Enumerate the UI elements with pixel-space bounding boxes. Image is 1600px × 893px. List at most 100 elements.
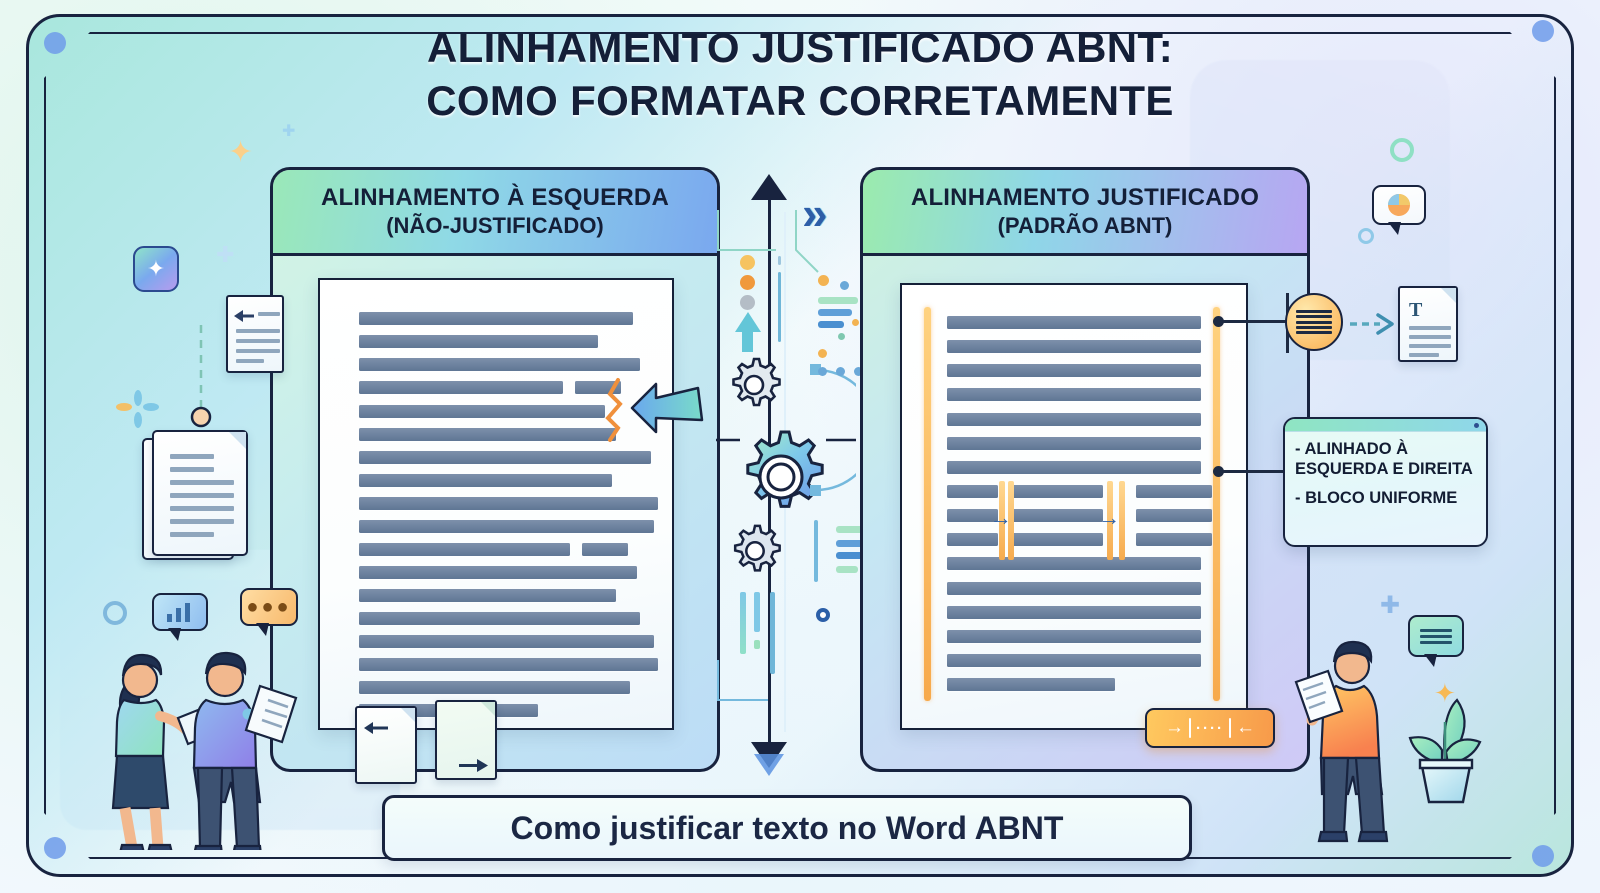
arrow-left-glyph (234, 310, 254, 322)
document-text-line (358, 658, 658, 672)
decor-bar (836, 552, 866, 559)
page-fold (401, 708, 415, 722)
document-text-line (358, 612, 641, 626)
document-text-line (946, 460, 1202, 474)
corner-dot (1532, 20, 1554, 42)
corner-dot (44, 32, 66, 54)
dots-glyph: ···· (1196, 719, 1224, 737)
tech-decor-cluster (812, 520, 892, 630)
document-text-line (358, 335, 599, 349)
tick-bar (740, 592, 746, 654)
sparkle-icon: ✚ (216, 242, 235, 267)
decor-bar (818, 321, 844, 328)
doc-line (170, 506, 234, 511)
document-right-arrow-icon (435, 700, 497, 780)
arrow-up-icon (751, 174, 787, 200)
doc-line (236, 339, 280, 343)
doc-line (170, 480, 234, 485)
doc-line (170, 532, 214, 537)
page-title-line-2: COMO FORMATAR CORRETAMENTE (426, 76, 1174, 124)
tick-bar (754, 592, 760, 632)
decor-bar (818, 297, 858, 304)
decor-dot (840, 281, 849, 290)
sparkle-icon: ✦ (228, 136, 254, 169)
callout-titlebar (1285, 419, 1486, 432)
justify-line (1296, 310, 1332, 314)
document-text-line (946, 436, 1202, 450)
doc-line (170, 454, 214, 459)
document-text-line (358, 450, 651, 464)
arrow-left-glyph: ← (1235, 717, 1255, 738)
doc-line (170, 493, 234, 498)
arrow-up-small-stem (742, 332, 753, 352)
spacing-arrow-icon: → (989, 504, 1012, 530)
pie-chart-glyph (1388, 194, 1410, 216)
decor-bar (818, 309, 852, 316)
bubble-line (1420, 634, 1452, 638)
decor-node (816, 608, 830, 622)
justify-line (1296, 325, 1332, 329)
document-justified: →→ (900, 283, 1248, 730)
doc-line (1409, 353, 1439, 357)
document-text-line (358, 542, 570, 556)
decor-dot (838, 333, 845, 340)
bubble-line (1420, 640, 1452, 644)
justify-text-icon (1285, 293, 1343, 351)
document-left-arrow-icon (226, 295, 284, 373)
connector-node (1213, 316, 1224, 327)
gear-icon (746, 430, 824, 508)
document-stack-front (152, 430, 248, 556)
panel-left-heading-line-1: ALINHAMENTO À ESQUERDA (321, 184, 669, 212)
text-lines-bubble-icon (1408, 615, 1464, 667)
doc-line (170, 519, 234, 524)
decor-flower (116, 390, 160, 430)
margin-guide-left (924, 307, 932, 702)
document-text-segment (1135, 485, 1212, 498)
doc-line (1409, 344, 1451, 348)
panel-right-heading-line-2: (PADRÃO ABNT) (997, 212, 1173, 238)
arrow-right-glyph: → (1165, 717, 1184, 738)
connector-line (1218, 320, 1288, 323)
gear-icon (732, 357, 781, 407)
document-text-segment (1010, 509, 1104, 523)
document-left-arrow-icon (355, 706, 417, 784)
document-text-line (358, 519, 655, 533)
document-text-line (358, 427, 616, 441)
document-text-line (358, 681, 630, 695)
page-fold (481, 702, 495, 716)
document-text-segment (946, 485, 999, 498)
justify-alignment-icon[interactable]: → ···· ← (1145, 708, 1275, 748)
star-app-icon: ✦ (133, 246, 179, 292)
document-text-segment (1010, 485, 1104, 498)
pie-chart-bubble-icon (1372, 185, 1426, 235)
callout-item-1: - ALINHADO À ESQUERDA E DIREITA (1295, 440, 1473, 478)
panel-right-header: ALINHAMENTO JUSTIFICADO (PADRÃO ABNT) (863, 170, 1307, 256)
page-fold (229, 432, 246, 449)
document-text-line (946, 581, 1202, 595)
document-left-aligned (318, 278, 674, 730)
divider (1228, 718, 1231, 738)
decor-dot (836, 367, 845, 376)
dots-glyph: ●●● (246, 596, 292, 618)
decor-bar (836, 540, 876, 547)
callout-item-2: - BLOCO UNIFORME (1295, 488, 1458, 507)
sparkle-icon: ✦ (1434, 678, 1456, 708)
tick-mark (778, 256, 781, 265)
document-text-line (358, 589, 616, 603)
corner-dot (44, 837, 66, 859)
decor-ring (1390, 138, 1414, 162)
center-process-column: » (706, 160, 856, 780)
doc-line (1409, 326, 1451, 330)
document-text-segment (1010, 533, 1104, 547)
doc-line (1409, 335, 1451, 339)
doc-line (258, 312, 280, 316)
connector-node (1213, 466, 1224, 477)
sparkle-icon: ✚ (1380, 592, 1401, 619)
arrow-up-small-icon (735, 312, 761, 332)
document-text-line (946, 412, 1202, 426)
justify-line (1296, 315, 1332, 319)
document-text-line (358, 404, 606, 418)
panel-left-heading-line-2: (NÃO-JUSTIFICADO) (386, 212, 604, 238)
doc-line (170, 467, 214, 472)
